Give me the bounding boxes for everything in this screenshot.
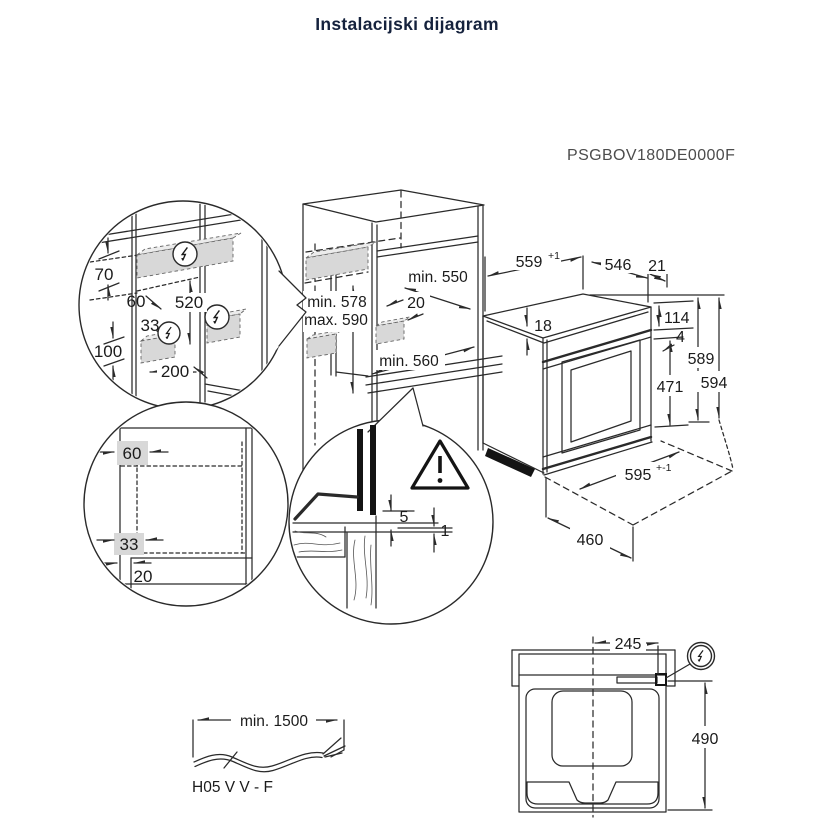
dim-topview-245: 245 [615,636,642,653]
dim-gap-5: 5 [400,509,409,526]
page-title: Instalacijski dijagram [315,14,499,34]
dim-oven-18: 18 [534,318,552,335]
lightning-bolt-icon [157,321,181,345]
dim-oven-589: 589 [688,351,715,368]
warning-triangle-icon [410,439,470,490]
dim-oven-depth-546: 546 [605,257,632,274]
cable-type-label: H05 V V - F [192,779,273,796]
dim-topview-490: 490 [692,731,719,748]
oven-dimensions-drawing: 559 +1 546 21 18 114 4 [482,250,734,562]
power-cable-drawing: min. 1500 H05 V V - F [192,710,346,796]
dim-wall-70: 70 [95,265,114,284]
floor-clearance-detail: 60 33 20 [83,401,289,607]
dim-oven-594: 594 [701,375,728,392]
dim-oven-595: 595 [625,467,652,484]
dim-wall-33: 33 [141,316,160,335]
dim-wall-60: 60 [127,292,146,311]
dim-oven-114: 114 [664,310,690,327]
dim-niche-height-max: max. 590 [304,312,368,329]
lightning-bolt-icon [172,241,198,267]
model-number: PSGBOV180DE0000F [567,147,736,164]
dim-oven-460: 460 [577,532,604,549]
oven-top-view: 245 490 [511,634,722,818]
dim-oven-471: 471 [657,379,684,396]
dim-wall-200: 200 [161,362,189,381]
cabinet-niche-drawing: min. 578 max. 590 min. 550 20 min. 560 [302,189,503,561]
lightning-bolt-icon [665,641,716,679]
dim-niche-depth: min. 550 [408,269,468,286]
dim-oven-4: 4 [676,329,685,346]
dim-cable-length: min. 1500 [240,713,308,730]
wall-connection-detail: 70 60 520 33 100 200 [78,200,307,410]
dim-wall-520: 520 [175,293,203,312]
dim-oven-595-tolerance: +-1 [656,462,672,474]
dim-niche-width: min. 560 [379,353,439,370]
dim-niche-recess: 20 [407,295,425,312]
dim-niche-height-min: min. 578 [307,294,366,311]
dim-oven-width-559-tolerance: +1 [548,250,560,262]
dim-oven-21: 21 [648,258,666,275]
dim-floor-33: 33 [120,535,139,554]
dim-floor-20: 20 [134,567,153,586]
lightning-bolt-icon [204,304,230,330]
dim-floor-60: 60 [123,444,142,463]
dim-oven-width-559: 559 [516,254,543,271]
dim-gap-1: 1 [441,523,450,540]
front-gap-detail: 5 1 [288,387,494,625]
dim-wall-100: 100 [94,342,122,361]
